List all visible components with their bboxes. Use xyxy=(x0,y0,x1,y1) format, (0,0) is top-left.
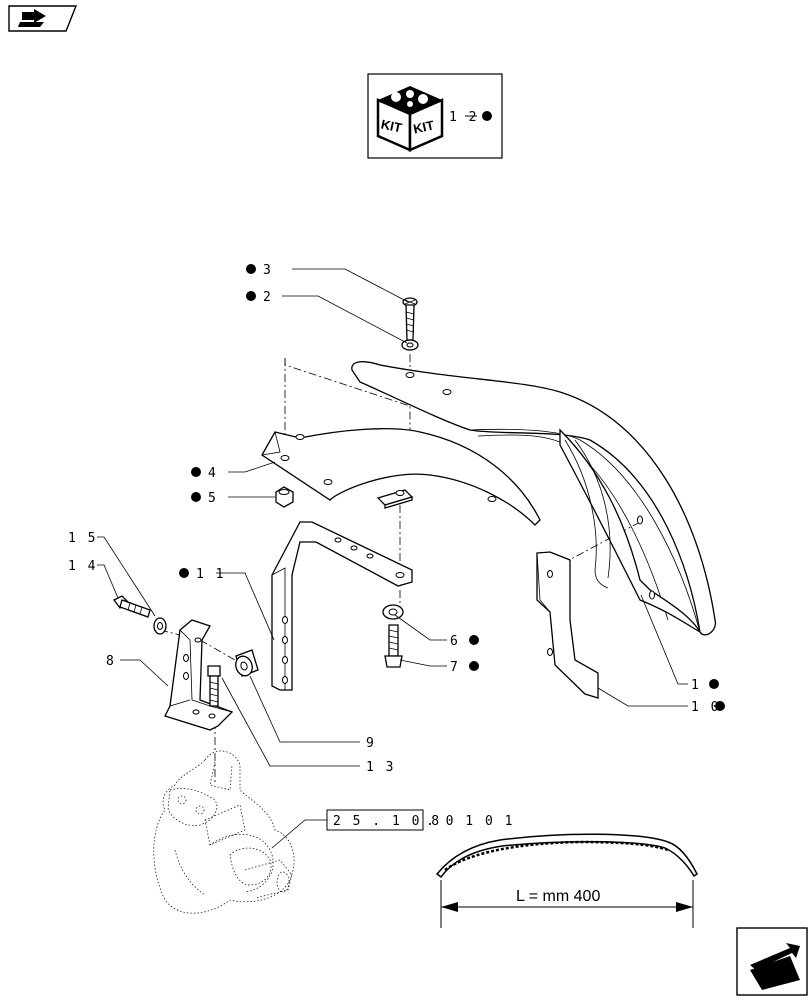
kit-bullet xyxy=(709,679,719,689)
callout-6: 6 xyxy=(450,634,460,649)
callout-8: 8 xyxy=(106,654,116,669)
support-part-8 xyxy=(164,619,234,731)
kit-ref-number: 1 2 xyxy=(449,110,478,125)
kit-bullet xyxy=(191,467,201,477)
callout-10: 1 0 xyxy=(691,700,720,715)
kit-label-right: KIT xyxy=(412,117,436,136)
kit-bullet xyxy=(246,291,256,301)
profile-section: L = mm 400 xyxy=(435,833,698,928)
callout-5: 5 xyxy=(208,491,218,506)
leader-lines xyxy=(97,268,688,767)
bracket-part-11 xyxy=(271,521,413,691)
kit-bullet xyxy=(469,661,479,671)
flap-part-10 xyxy=(536,551,599,699)
callout-7: 7 xyxy=(450,660,460,675)
fender-part-1 xyxy=(351,361,717,636)
callout-3: 3 xyxy=(263,263,273,278)
next-page-arrow-icon[interactable] xyxy=(736,927,808,996)
reference-code[interactable]: 2 5 . 1 0 8 . 0 1 0 1 xyxy=(271,809,514,849)
bolt-part-7 xyxy=(384,624,403,668)
kit-bullet xyxy=(246,264,256,274)
bolt-part-14 xyxy=(113,595,151,618)
reference-code-boxed[interactable]: 2 5 . 1 0 8 xyxy=(333,814,441,829)
spacer-part-9 xyxy=(235,649,259,677)
callout-1: 1 xyxy=(691,678,701,693)
nut-part-5 xyxy=(275,486,294,508)
callout-4: 4 xyxy=(208,466,218,481)
kit-bullet xyxy=(715,701,725,711)
bolt-part-13 xyxy=(207,665,221,707)
kit-box: KIT KIT 1 2 xyxy=(367,73,503,159)
kit-label-left: KIT xyxy=(380,116,404,135)
reference-code-suffix: . 0 1 0 1 xyxy=(426,814,514,829)
callout-15: 1 5 xyxy=(68,531,97,546)
callout-14: 1 4 xyxy=(68,559,97,574)
callout-13: 1 3 xyxy=(366,760,395,775)
washer-part-6 xyxy=(382,604,404,620)
fender-plate-part-4 xyxy=(261,428,541,526)
callout-9: 9 xyxy=(366,736,376,751)
book-arrow-icon[interactable] xyxy=(8,5,78,32)
kit-bullet xyxy=(191,492,201,502)
callout-11: 1 1 xyxy=(196,567,225,582)
axle-housing-reference-drawing xyxy=(153,750,295,914)
dimension-label: L = mm 400 xyxy=(516,888,600,905)
screw-part-3 xyxy=(402,297,418,341)
kit-bullet xyxy=(482,111,492,121)
callouts: 3 2 4 5 1 5 1 4 1 1 8 6 7 1 1 0 9 1 3 xyxy=(68,263,725,775)
kit-bullet xyxy=(469,635,479,645)
callout-2: 2 xyxy=(263,290,273,305)
washer-part-15 xyxy=(153,617,167,635)
kit-cube-icon: KIT KIT xyxy=(376,86,444,152)
kit-bullet xyxy=(179,568,189,578)
